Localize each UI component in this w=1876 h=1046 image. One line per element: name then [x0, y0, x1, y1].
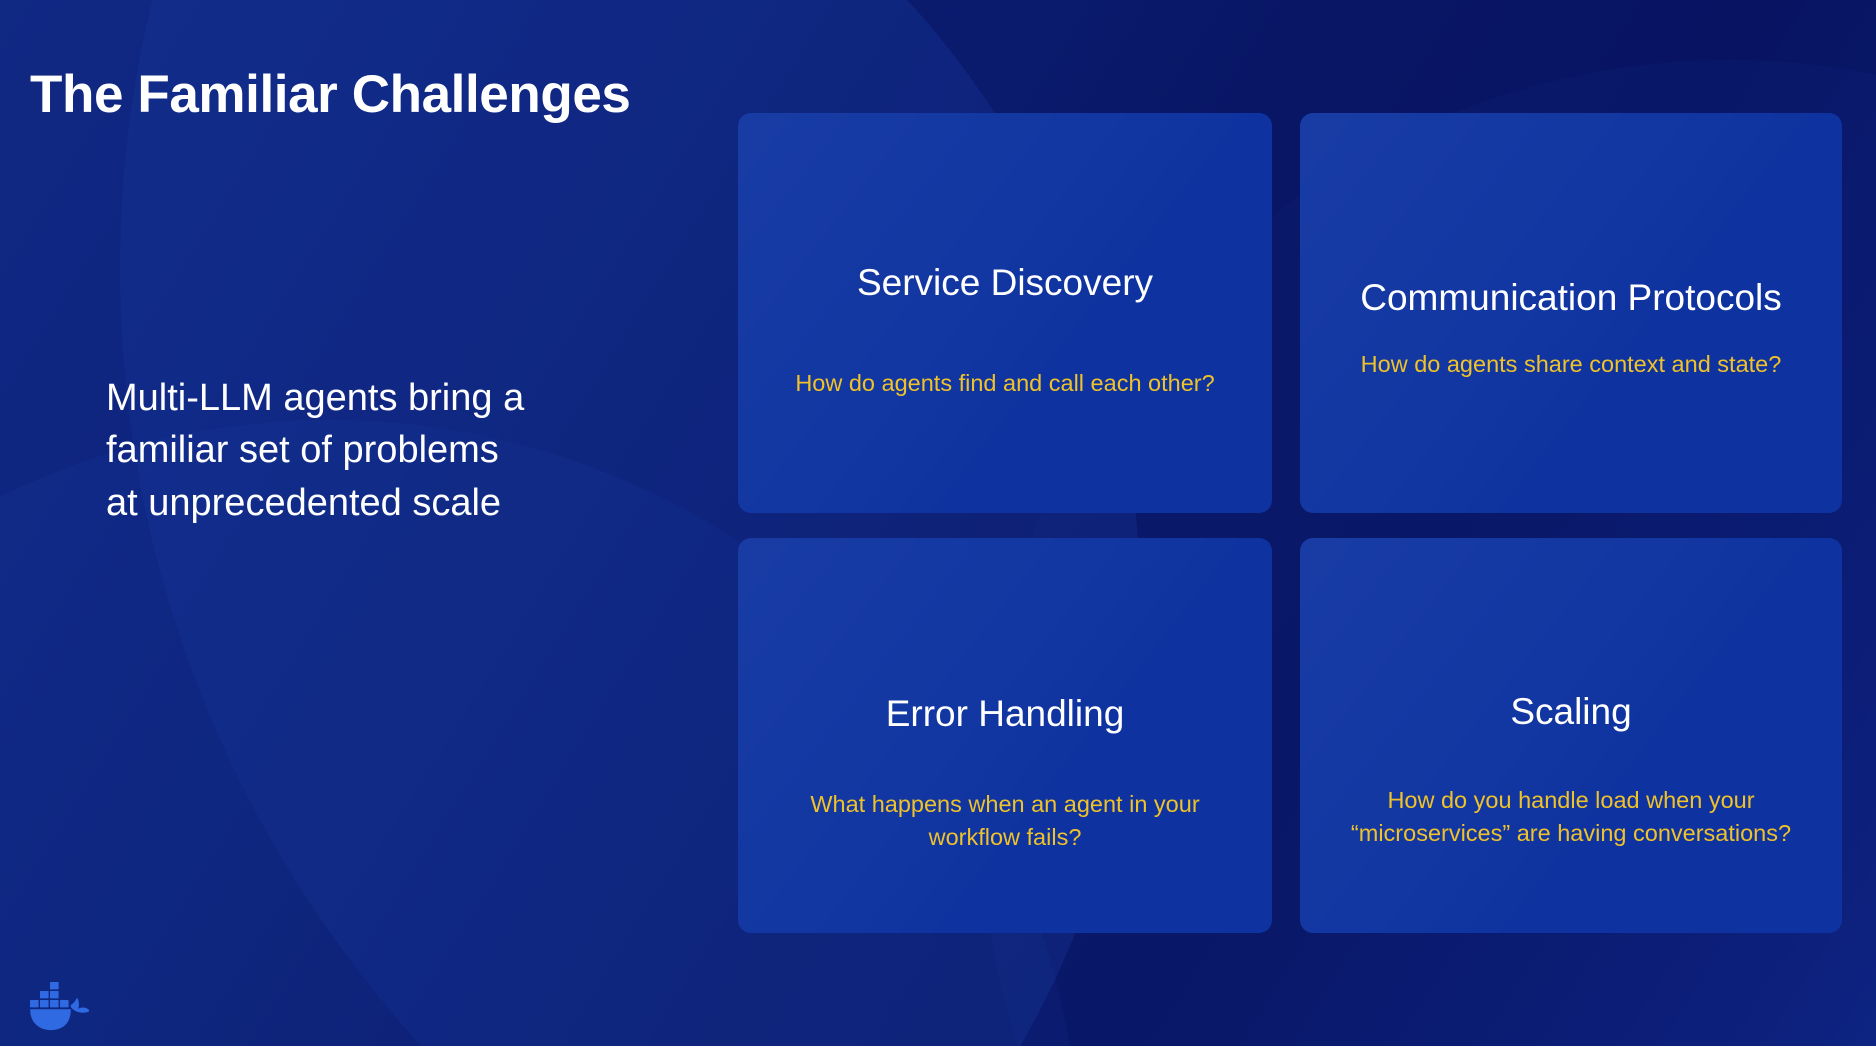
challenge-card-scaling[interactable]: Scaling How do you handle load when your…: [1300, 538, 1842, 933]
card-content: Service Discovery How do agents find and…: [772, 227, 1238, 400]
card-content: Error Handling What happens when an agen…: [772, 618, 1238, 853]
card-content: Communication Protocols How do agents sh…: [1334, 246, 1808, 381]
card-subtitle: How do agents find and call each other?: [795, 369, 1215, 396]
page-title: The Familiar Challenges: [30, 64, 631, 124]
card-title: Scaling: [1510, 690, 1632, 732]
card-subtitle: How do agents share context and state?: [1360, 350, 1782, 377]
lead-paragraph-line-3: at unprecedented scale: [106, 481, 502, 524]
lead-paragraph-line-2: familiar set of problems: [106, 429, 499, 472]
lead-paragraph-line-1: Multi-LLM agents bring a: [106, 377, 525, 419]
card-content: Scaling How do you handle load when your…: [1334, 622, 1808, 849]
card-title: Service Discovery: [856, 261, 1154, 303]
card-subtitle: What happens when an agent in your workf…: [810, 791, 1200, 850]
card-subtitle: How do you handle load when your “micros…: [1350, 787, 1792, 846]
docker-whale-logo-icon: [26, 982, 90, 1031]
challenge-card-grid: Service Discovery How do agents find and…: [738, 113, 1842, 933]
card-title: Error Handling: [885, 692, 1125, 734]
challenge-card-service-discovery[interactable]: Service Discovery How do agents find and…: [738, 113, 1272, 513]
challenge-card-error-handling[interactable]: Error Handling What happens when an agen…: [738, 538, 1272, 933]
challenge-card-communication-protocols[interactable]: Communication Protocols How do agents sh…: [1300, 113, 1842, 513]
card-title: Communication Protocols: [1360, 276, 1782, 318]
lead-paragraph: Multi-LLM agents bring a familiar set of…: [106, 372, 686, 529]
